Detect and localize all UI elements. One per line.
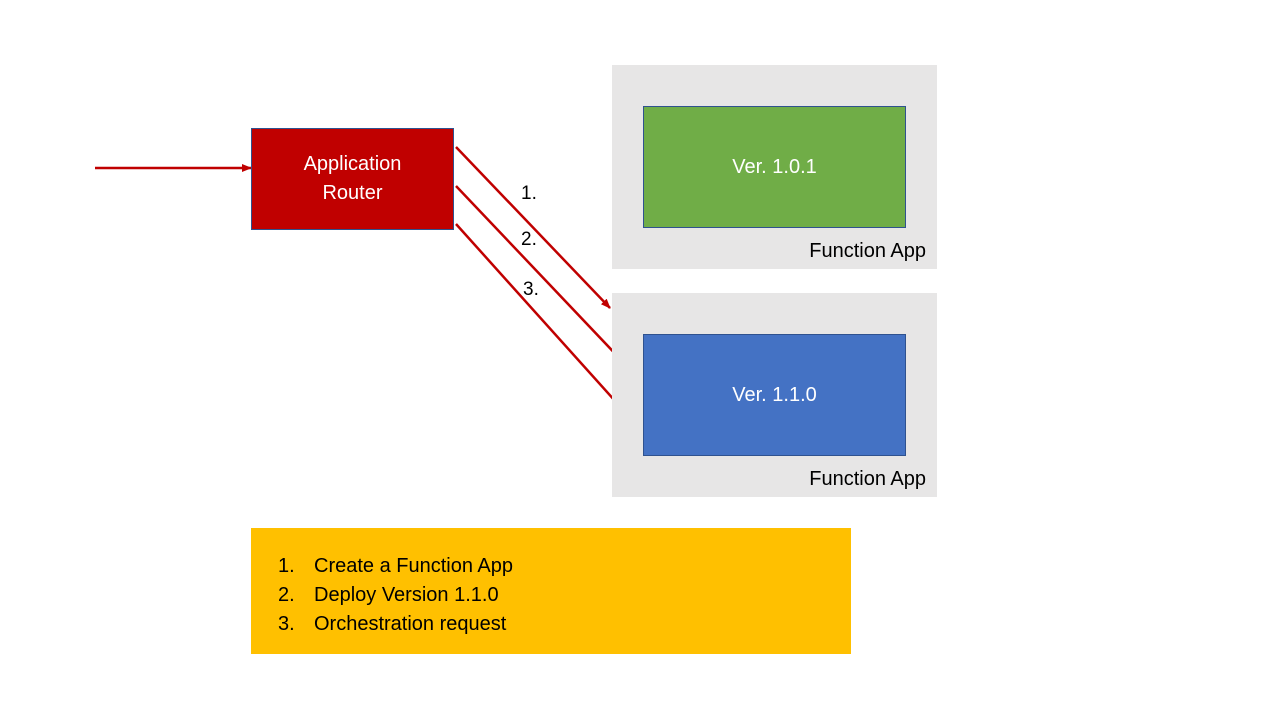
router-label-line2: Router	[322, 182, 383, 204]
version-box-1-0-1[interactable]: Ver. 1.0.1	[643, 106, 906, 228]
legend-number-3: 3.	[278, 613, 295, 635]
function-app-container-2[interactable]: Ver. 1.1.0 Function App	[612, 293, 937, 497]
arrow-step-1	[455, 146, 611, 309]
arrow-label-1: 1.	[521, 183, 537, 204]
application-router-box[interactable]: Application Router	[251, 128, 454, 230]
arrow-label-2: 2.	[521, 229, 537, 250]
function-app-container-1[interactable]: Ver. 1.0.1 Function App	[612, 65, 937, 269]
arrow-step-3	[455, 223, 644, 433]
function-app-label-1: Function App	[809, 240, 926, 262]
arrow-label-3: 3.	[523, 279, 539, 300]
legend-item-1: 1. Create a Function App	[278, 552, 851, 581]
router-label-line1: Application	[303, 153, 402, 175]
legend-item-2: 2. Deploy Version 1.1.0	[278, 581, 851, 610]
version-label-1-0-1: Ver. 1.0.1	[732, 155, 817, 178]
legend-text-2: Deploy Version 1.1.0	[314, 584, 499, 606]
legend-number-2: 2.	[278, 584, 295, 606]
arrow-step-2	[455, 185, 644, 384]
legend-number-1: 1.	[278, 555, 295, 577]
legend-item-3: 3. Orchestration request	[278, 610, 851, 639]
function-app-label-2: Function App	[809, 468, 926, 490]
legend-text-3: Orchestration request	[314, 613, 507, 635]
version-box-1-1-0[interactable]: Ver. 1.1.0	[643, 334, 906, 456]
version-label-1-1-0: Ver. 1.1.0	[732, 383, 817, 406]
legend-text-1: Create a Function App	[314, 555, 514, 577]
steps-legend: 1. Create a Function App 2. Deploy Versi…	[251, 528, 851, 654]
